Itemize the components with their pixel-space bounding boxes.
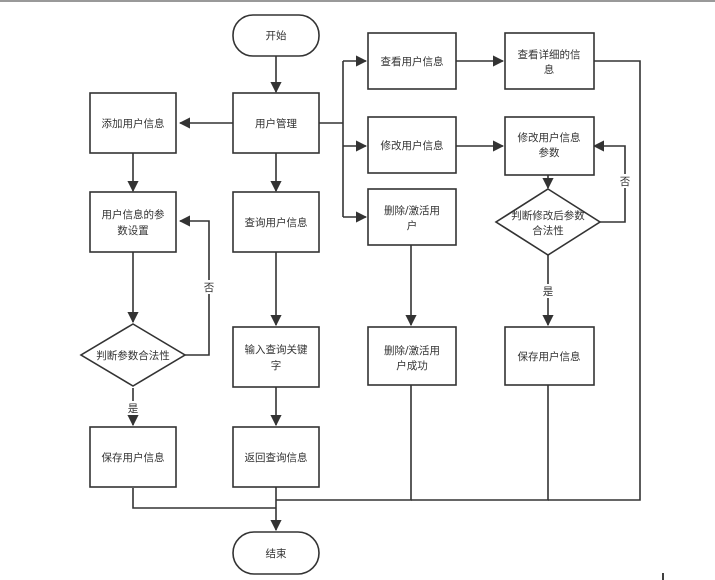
node-save-left xyxy=(89,426,177,488)
edge-label-no-right: 否 xyxy=(620,176,631,188)
node-delete-success xyxy=(367,326,457,386)
label-modify-params-2: 参数 xyxy=(539,146,560,159)
node-view-detail xyxy=(504,32,595,90)
node-delete-activate xyxy=(367,188,457,246)
label-param-setting-1: 用户信息的参 xyxy=(102,208,165,221)
label-judge-modified-2: 合法性 xyxy=(532,224,564,237)
label-modify-user: 修改用户信息 xyxy=(381,139,444,152)
label-return-query: 返回查询信息 xyxy=(245,451,308,464)
node-modify-params xyxy=(504,116,595,176)
label-delete-success-1: 删除/激活用 xyxy=(384,344,440,357)
edge-save-right-merge xyxy=(411,385,549,501)
edge-save-left-merge xyxy=(132,488,276,509)
label-judge-params: 判断参数合法性 xyxy=(96,349,170,362)
label-view-user: 查看用户信息 xyxy=(381,55,444,68)
edge-label-yes-left: 是 xyxy=(128,403,139,415)
label-user-mgmt: 用户管理 xyxy=(255,117,297,130)
label-save-left: 保存用户信息 xyxy=(102,451,165,464)
node-query-user xyxy=(232,191,320,253)
label-input-keyword-1: 输入查询关键 xyxy=(245,343,308,356)
node-view-user xyxy=(367,32,457,90)
connectors xyxy=(127,55,641,532)
node-modify-user xyxy=(367,116,457,174)
label-add-user: 添加用户信息 xyxy=(102,117,165,130)
node-input-keyword xyxy=(232,326,320,388)
label-query-user: 查询用户信息 xyxy=(245,216,308,229)
edge-label-no-left: 否 xyxy=(204,282,215,294)
edge-detail-merge xyxy=(548,60,641,501)
label-view-detail-2: 息 xyxy=(544,63,555,76)
node-param-setting xyxy=(89,191,177,253)
node-judge-params xyxy=(79,323,187,387)
node-return-query xyxy=(232,426,320,488)
node-judge-modified xyxy=(494,188,602,256)
label-delete-activate-1: 删除/激活用 xyxy=(384,204,440,217)
label-end: 结束 xyxy=(266,547,287,560)
label-start: 开始 xyxy=(266,29,287,42)
label-input-keyword-2: 字 xyxy=(271,359,282,372)
label-param-setting-2: 数设置 xyxy=(117,224,149,237)
label-delete-activate-2: 户 xyxy=(407,219,418,232)
label-save-right: 保存用户信息 xyxy=(518,350,581,363)
label-view-detail-1: 查看详细的信 xyxy=(518,48,581,61)
label-judge-modified-1: 判断修改后参数 xyxy=(511,209,585,222)
node-add-user xyxy=(89,92,177,154)
label-modify-params-1: 修改用户信息 xyxy=(518,131,581,144)
edge-label-yes-right: 是 xyxy=(543,286,554,298)
node-end xyxy=(232,531,320,575)
label-delete-success-2: 户成功 xyxy=(396,359,428,372)
node-save-right xyxy=(504,326,595,386)
node-start xyxy=(232,14,320,57)
node-user-mgmt xyxy=(232,92,320,154)
